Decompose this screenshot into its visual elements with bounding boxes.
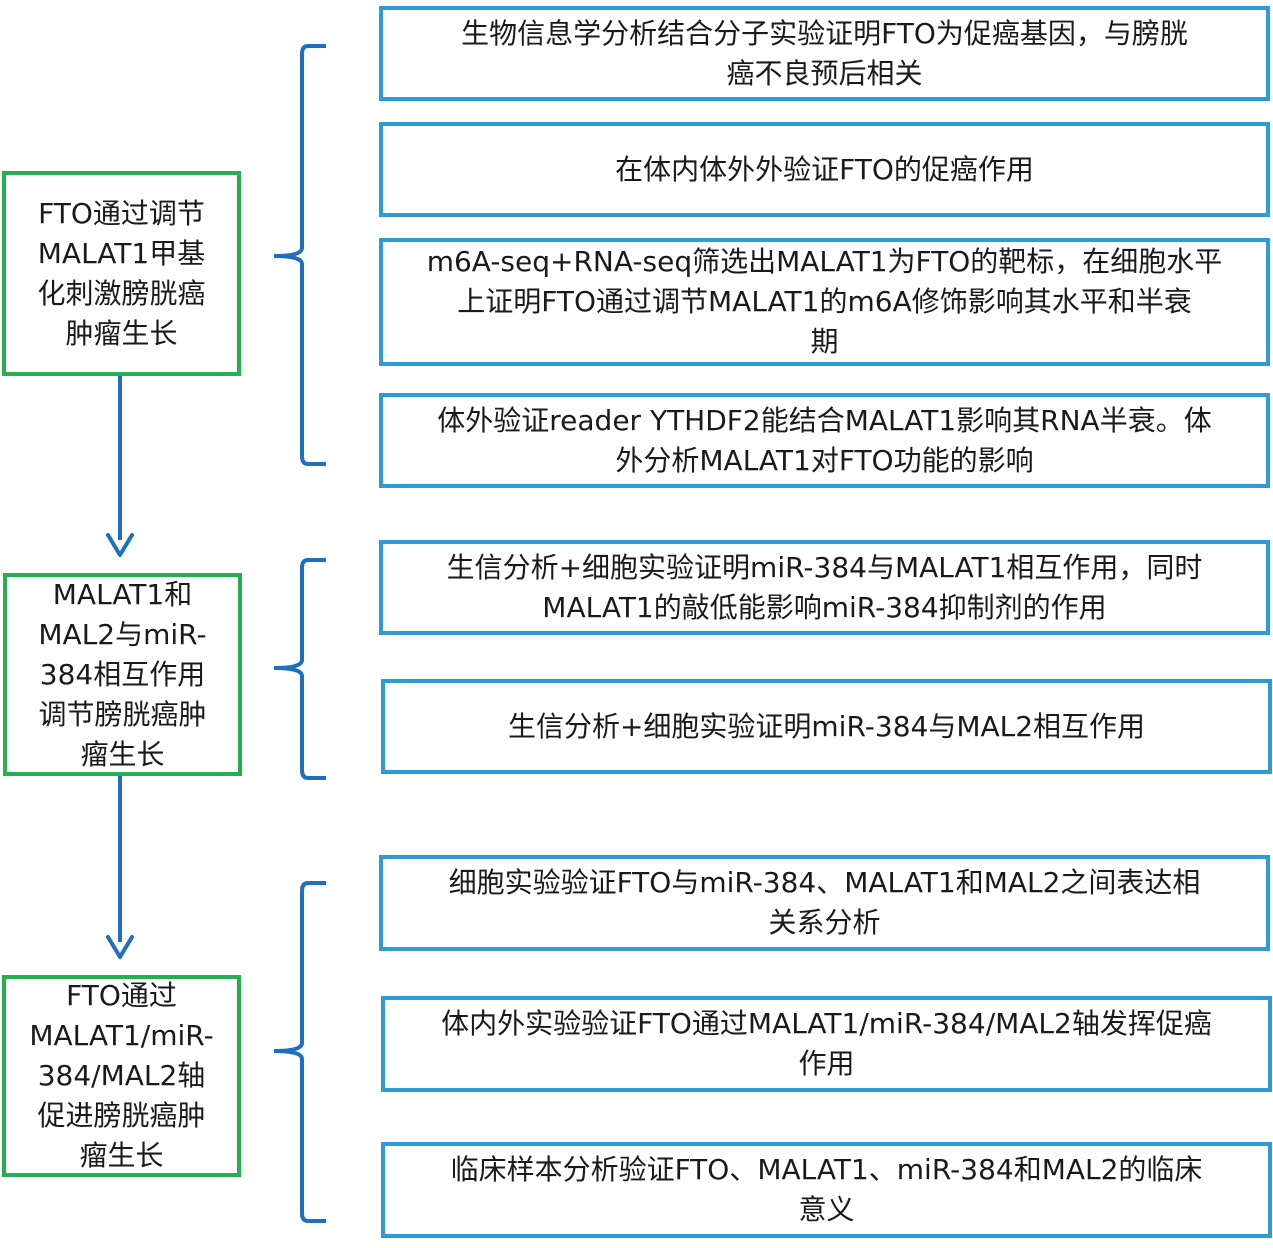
- detail-text-1-2: 在体内体外外验证FTO的促癌作用: [615, 152, 1034, 186]
- stage-text-3: FTO通过 MALAT1/miR- 384/MAL2轴 促进膀胱癌肿 瘤生长: [29, 979, 214, 1172]
- detail-text-3-1: 细胞实验验证FTO与miR-384、MALAT1和MAL2之间表达相 关系分析: [448, 866, 1201, 939]
- detail-box-3-2: 体内外实验验证FTO通过MALAT1/miR-384/MAL2轴发挥促癌 作用: [381, 996, 1272, 1092]
- detail-box-1-2: 在体内体外外验证FTO的促癌作用: [379, 122, 1270, 217]
- detail-box-3-1: 细胞实验验证FTO与miR-384、MALAT1和MAL2之间表达相 关系分析: [379, 855, 1270, 951]
- detail-text-3-2: 体内外实验验证FTO通过MALAT1/miR-384/MAL2轴发挥促癌 作用: [441, 1007, 1212, 1080]
- stage-box-3: FTO通过 MALAT1/miR- 384/MAL2轴 促进膀胱癌肿 瘤生长: [2, 975, 241, 1177]
- detail-box-1-1: 生物信息学分析结合分子实验证明FTO为促癌基因，与膀胱 癌不良预后相关: [379, 6, 1270, 101]
- stage-text-1: FTO通过调节 MALAT1甲基 化刺激膀胱癌 肿瘤生长: [37, 196, 206, 350]
- detail-text-1-1: 生物信息学分析结合分子实验证明FTO为促癌基因，与膀胱 癌不良预后相关: [461, 16, 1188, 90]
- detail-text-1-4: 体外验证reader YTHDF2能结合MALAT1影响其RNA半衰。体 外分析…: [437, 403, 1212, 477]
- brace-stage-1: [273, 44, 326, 466]
- detail-text-1-3: m6A-seq+RNA-seq筛选出MALAT1为FTO的靶标，在细胞水平 上证…: [426, 245, 1223, 358]
- brace-stage-3: [273, 881, 326, 1223]
- brace-stage-2: [273, 558, 326, 780]
- detail-box-2-1: 生信分析+细胞实验证明miR-384与MALAT1相互作用，同时 MALAT1的…: [379, 540, 1270, 635]
- detail-box-2-2: 生信分析+细胞实验证明miR-384与MAL2相互作用: [381, 679, 1272, 774]
- detail-box-1-3: m6A-seq+RNA-seq筛选出MALAT1为FTO的靶标，在细胞水平 上证…: [379, 238, 1270, 366]
- detail-text-2-2: 生信分析+细胞实验证明miR-384与MAL2相互作用: [507, 709, 1146, 743]
- arrow-head-2: [106, 935, 134, 959]
- arrow-head-1: [106, 533, 134, 557]
- stage-box-2: MALAT1和 MAL2与miR- 384相互作用 调节膀胱癌肿 瘤生长: [3, 573, 242, 776]
- detail-text-3-3: 临床样本分析验证FTO、MALAT1、miR-384和MAL2的临床 意义: [450, 1153, 1203, 1226]
- stage-box-1: FTO通过调节 MALAT1甲基 化刺激膀胱癌 肿瘤生长: [2, 171, 241, 376]
- detail-text-2-1: 生信分析+细胞实验证明miR-384与MALAT1相互作用，同时 MALAT1的…: [446, 550, 1203, 624]
- stage-text-2: MALAT1和 MAL2与miR- 384相互作用 调节膀胱癌肿 瘤生长: [38, 577, 207, 771]
- detail-box-3-3: 临床样本分析验证FTO、MALAT1、miR-384和MAL2的临床 意义: [381, 1142, 1272, 1238]
- detail-box-1-4: 体外验证reader YTHDF2能结合MALAT1影响其RNA半衰。体 外分析…: [379, 393, 1270, 488]
